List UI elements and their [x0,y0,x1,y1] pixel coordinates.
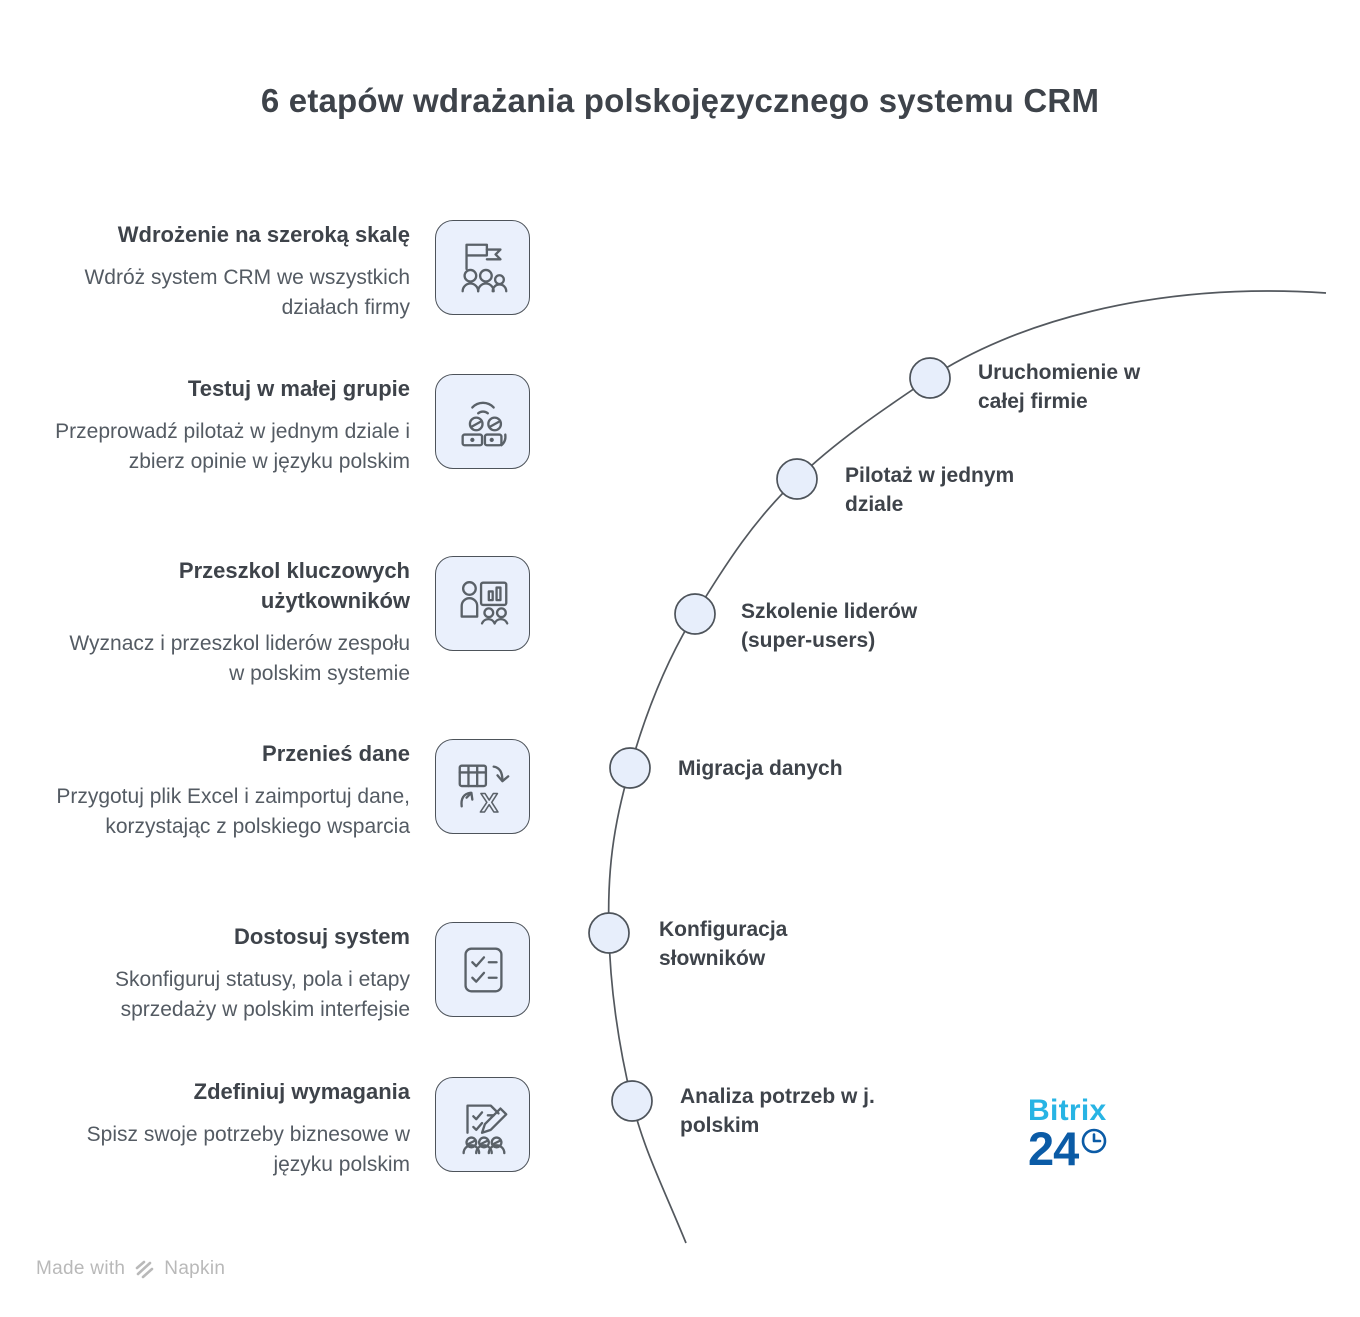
watermark-prefix: Made with [36,1258,126,1279]
stage-description: Skonfiguruj statusy, pola i etapy sprzed… [115,968,410,1021]
stage-item-4: Przenieś dane Przygotuj plik Excel i zai… [55,739,530,842]
timeline-label-1: Uruchomienie w całej firmie [978,361,1141,413]
stage-text: Przenieś dane Przygotuj plik Excel i zai… [55,739,410,842]
timeline-label-6: Analiza potrzeb w j. polskim [680,1085,875,1137]
stage-item-6: Zdefiniuj wymagania Spisz swoje potrzeby… [55,1077,530,1180]
stage-description: Spisz swoje potrzeby biznesowe w języku … [86,1123,410,1176]
timeline-label-4: Migracja danych [678,757,843,780]
stage-heading: Wdrożenie na szeroką skalę [117,222,410,247]
stage-item-5: Dostosuj system Skonfiguruj statusy, pol… [55,922,530,1025]
watermark: Made with Napkin [36,1258,225,1280]
watermark-brand: Napkin [164,1258,226,1279]
stage-heading: Dostosuj system [233,924,410,949]
stage-description: Wyznacz i przeszkol liderów zespołu w po… [69,632,410,685]
bitrix-24-text: 24 [1028,1122,1079,1175]
stage-heading: Testuj w małej grupie [187,376,410,401]
stage-text: Zdefiniuj wymagania Spisz swoje potrzeby… [55,1077,410,1180]
excel-import-icon: X [435,739,530,834]
timeline-node-6 [611,1080,653,1122]
timeline-node-2 [776,458,818,500]
bitrix24-logo: Bitrix 24 [1028,1094,1108,1172]
stage-text: Dostosuj system Skonfiguruj statusy, pol… [55,922,410,1025]
stage-item-2: Testuj w małej grupie Przeprowadź pilota… [55,374,530,477]
stage-heading: Przenieś dane [262,741,410,766]
page-title: 6 etapów wdrażania polskojęzycznego syst… [260,82,1100,119]
svg-text:X: X [480,787,498,818]
requirements-doc-icon [435,1077,530,1172]
stage-text: Przeszkol kluczowych użytkowników Wyznac… [55,556,410,689]
stage-item-3: Przeszkol kluczowych użytkowników Wyznac… [55,556,530,689]
checklist-icon [435,922,530,1017]
timeline-node-5 [588,912,630,954]
napkin-logo-icon [135,1260,154,1278]
stage-heading: Zdefiniuj wymagania [193,1079,410,1104]
stage-heading: Przeszkol kluczowych użytkowników [178,558,410,613]
timeline-label-3: Szkolenie liderów (super-users) [741,600,918,652]
stage-text: Wdrożenie na szeroką skalę Wdróż system … [55,220,410,323]
timeline-label-5: Konfiguracja słowników [659,918,788,970]
stage-description: Wdróż system CRM we wszystkich działach … [84,266,410,319]
stage-description: Przeprowadź pilotaż w jednym dziale i zb… [55,420,410,473]
stage-item-1: Wdrożenie na szeroką skalę Wdróż system … [55,220,530,323]
trainer-presentation-icon [435,556,530,651]
stage-description: Przygotuj plik Excel i zaimportuj dane, … [56,785,410,838]
pilot-group-icon [435,374,530,469]
bitrix-wordmark: Bitrix [1028,1094,1107,1127]
timeline-node-1 [909,357,951,399]
stage-text: Testuj w małej grupie Przeprowadź pilota… [55,374,410,477]
timeline-label-2: Pilotaż w jednym dziale [845,464,1015,516]
timeline-node-4 [609,747,651,789]
flag-team-icon [435,220,530,315]
clock-icon [1081,1128,1107,1154]
timeline-node-3 [674,593,716,635]
